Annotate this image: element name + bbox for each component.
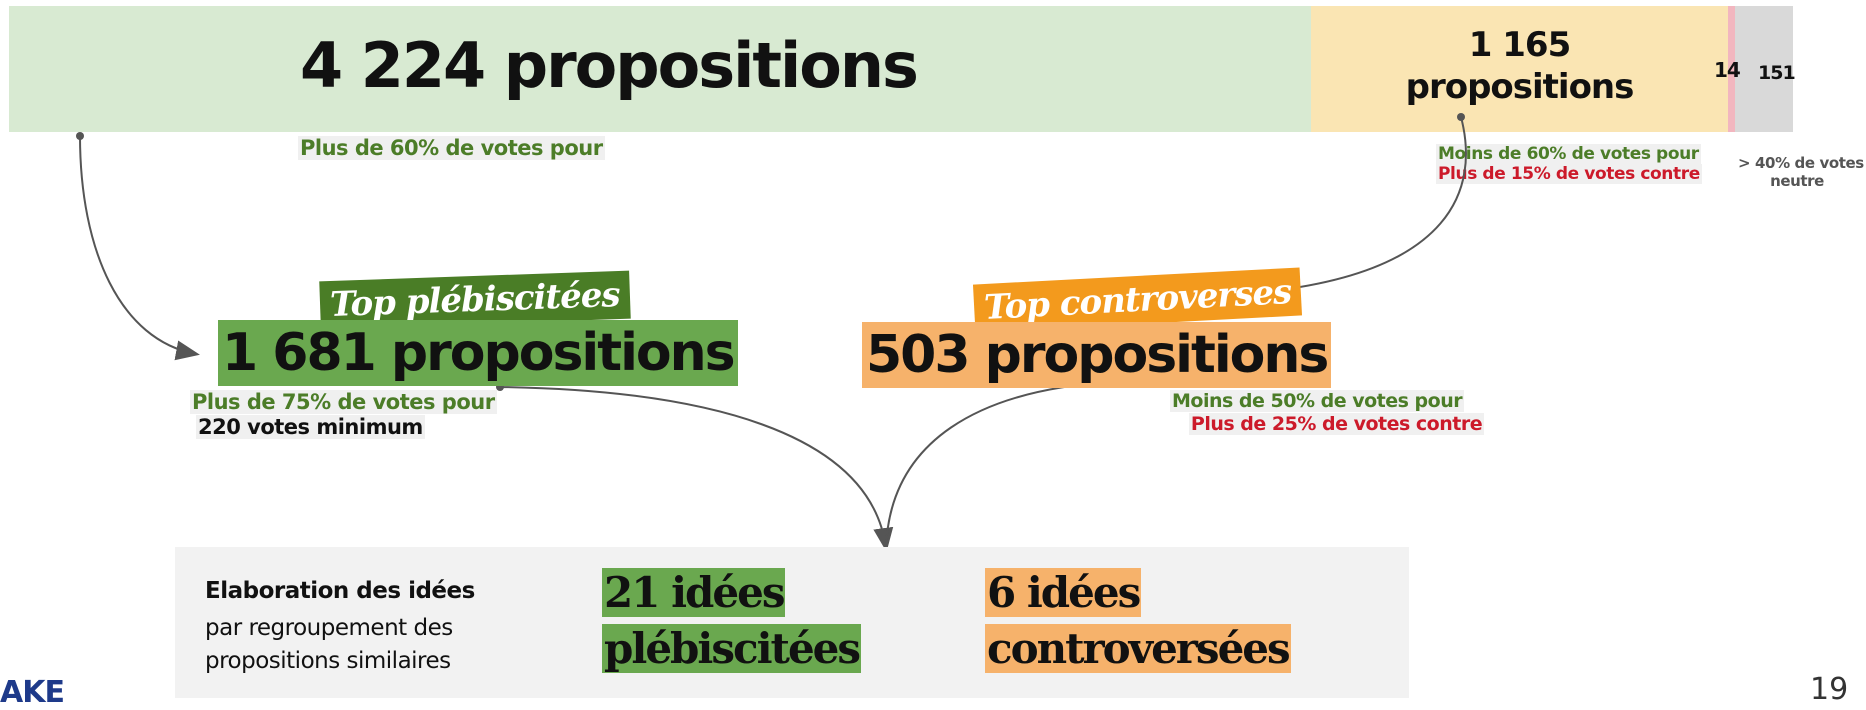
connector-arrows: [76, 113, 1467, 552]
contre-count-label: 1 165 propositions: [1311, 24, 1728, 108]
ideas-plebiscitees-count: 21 idées: [602, 568, 785, 617]
controverses-count: 503 propositions: [862, 322, 1332, 388]
neutre-criteria-line2: neutre: [1770, 172, 1824, 190]
contre-criteria: Moins de 60% de votes pour Plus de 15% d…: [1436, 144, 1702, 185]
ideas-controversees-label: controversées: [985, 624, 1291, 673]
contre-count-number: 1 165: [1468, 25, 1571, 65]
controverses-rule-1: Moins de 50% de votes pour: [1170, 390, 1465, 412]
neutre-count-label: 151: [1758, 62, 1796, 84]
pour-count-label: 4 224 propositions: [300, 29, 919, 102]
neutre-criteria-line1: > 40% de votes: [1738, 154, 1864, 172]
contre-criteria-line1: Moins de 60% de votes pour: [1436, 144, 1701, 164]
contre-count-unit: propositions: [1405, 67, 1635, 107]
bar-segment-contre: [1311, 6, 1728, 132]
arrow-contro-to-ideas: [885, 381, 1113, 549]
ideas-controversees-count: 6 idées: [985, 568, 1141, 617]
bar-segment-pour: [9, 6, 1311, 132]
arrow-pleb-to-ideas: [499, 386, 894, 552]
small-count-label: 14: [1714, 58, 1741, 82]
pour-criteria: Plus de 60% de votes pour: [298, 136, 605, 160]
logo: AKE: [0, 675, 65, 710]
ideas-plebiscitees-label: plébiscitées: [602, 624, 861, 673]
elaboration-title: Elaboration des idées: [205, 578, 475, 604]
controverses-rules: Moins de 50% de votes pour Plus de 25% d…: [1170, 390, 1485, 436]
contre-criteria-line2: Plus de 15% de votes contre: [1436, 164, 1702, 185]
plebiscitees-count: 1 681 propositions: [218, 320, 738, 386]
ideas-controversees: 6 idées controversées: [985, 565, 1291, 677]
ideas-plebiscitees: 21 idées plébiscitées: [602, 565, 861, 677]
elaboration-subtitle: par regroupement des propositions simila…: [205, 615, 453, 674]
arrow-contre-to-contro: [1268, 116, 1467, 299]
page-number: 19: [1810, 672, 1849, 707]
controverses-rule-2: Plus de 25% de votes contre: [1188, 412, 1485, 435]
plebiscitees-rules: Plus de 75% de votes pour 220 votes mini…: [190, 390, 497, 440]
plebiscitees-rule-1: Plus de 75% de votes pour: [190, 390, 497, 414]
arrow-pour-to-pleb: [79, 135, 200, 361]
bar-segment-small: [1728, 6, 1735, 132]
plebiscitees-rule-2: 220 votes minimum: [196, 415, 425, 440]
neutre-criteria: > 40% de votes neutre: [1736, 154, 1864, 190]
bar-segment-neutre: [1735, 6, 1793, 132]
